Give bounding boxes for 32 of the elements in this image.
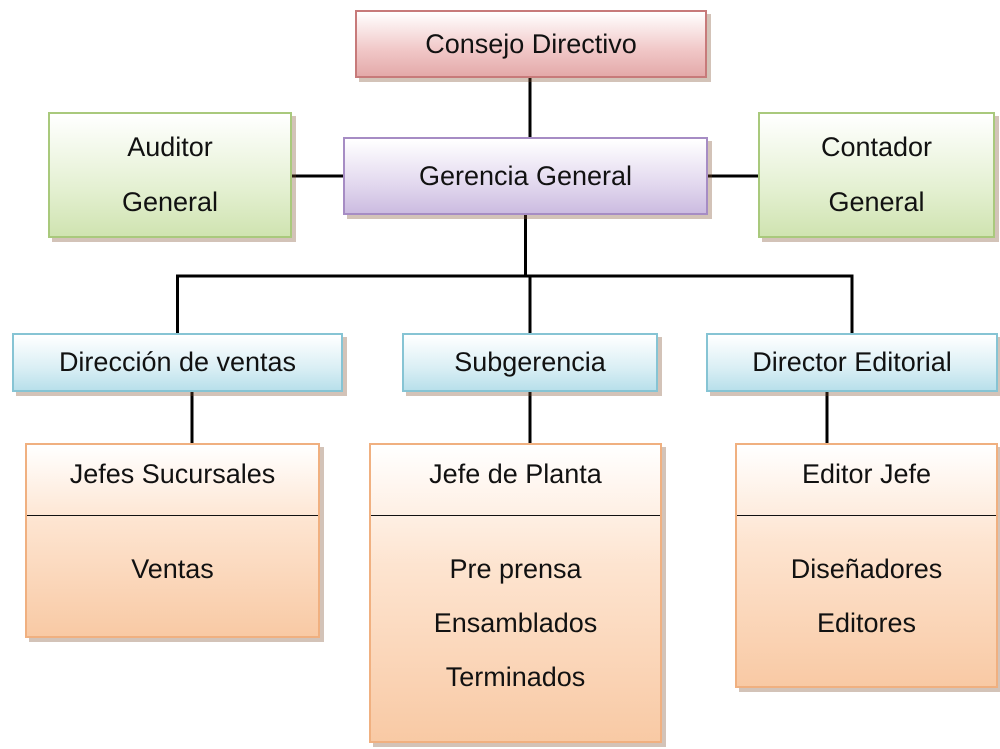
staff-label: Diseñadores [790,554,942,585]
staff-label: Ventas [131,554,214,585]
position-box [48,112,292,238]
connector-line [528,392,532,443]
staff-label: Editores [816,608,916,639]
position-box [402,333,658,392]
connector-line [826,392,828,443]
position-box [12,333,343,392]
position-title: Contador General [820,131,934,219]
position-title: Consejo Directivo [425,28,637,60]
unit-box [25,443,320,638]
connector-line [292,174,343,178]
staff-label: Terminados [446,662,586,693]
connector-line [528,78,532,137]
staff-label: Ensamblados [434,608,598,639]
unit-title: Editor Jefe [802,459,932,491]
position-title: Dirección de ventas [58,347,296,378]
staff-label: Pre prensa [449,554,582,585]
unit-title: Jefes Sucursales [70,459,276,491]
position-box [355,10,707,78]
position-title: Gerencia General [418,160,632,192]
unit-box [735,443,998,688]
connector-line [190,392,194,443]
unit-title: Jefe de Planta [429,459,602,491]
connector-line [708,174,758,178]
position-box [343,137,708,215]
unit-box [369,443,662,743]
position-title: Auditor General [120,131,220,219]
position-box [758,112,995,238]
position-title: Subgerencia [454,347,606,378]
position-title: Director Editorial [752,347,952,378]
position-box [706,333,998,392]
